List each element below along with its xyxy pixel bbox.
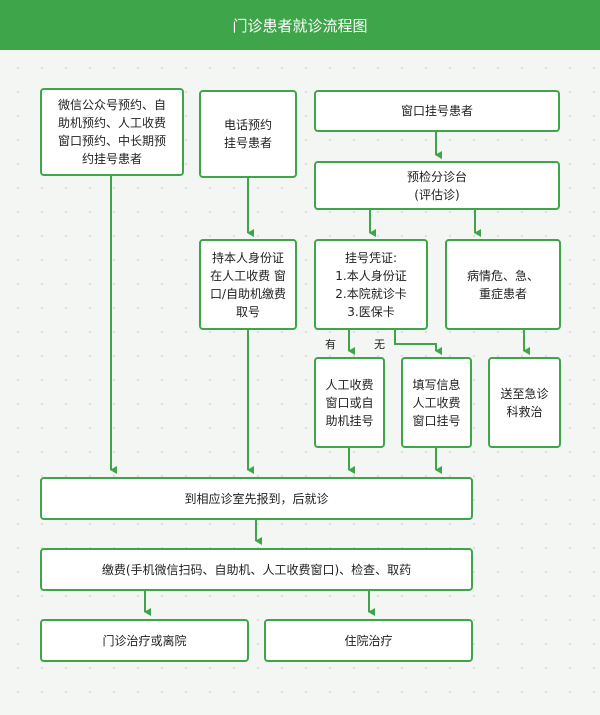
node-emergency: 送至急诊 科救治: [488, 357, 561, 448]
label-none: 无: [374, 338, 385, 351]
node-report: 到相应诊室先报到，后就诊: [40, 477, 473, 520]
node-critical: 病情危、急、 重症患者: [445, 239, 561, 330]
node-phone-booking: 电话预约 挂号患者: [199, 90, 297, 178]
node-online-booking: 微信公众号预约、自 助机预约、人工收费 窗口预约、中长期预 约挂号患者: [40, 88, 184, 176]
label-has: 有: [325, 338, 336, 351]
node-self-service: 人工收费 窗口或自 助机挂号: [314, 357, 385, 448]
node-fill-info: 填写信息 人工收费 窗口挂号: [401, 357, 472, 448]
node-triage: 预检分诊台 (评估诊): [314, 161, 560, 210]
node-inpatient: 住院治疗: [264, 619, 473, 662]
node-id-collect: 持本人身份证 在人工收费 窗 口/自助机缴费 取号: [199, 239, 297, 330]
node-window-registration: 窗口挂号患者: [314, 90, 560, 132]
page-title: 门诊患者就诊流程图: [0, 0, 600, 50]
arrow-credentials-to-fill: [394, 330, 442, 355]
node-credentials: 挂号凭证: 1.本人身份证 2.本院就诊卡 3.医保卡: [314, 239, 428, 330]
node-payment: 缴费(手机微信扫码、自助机、人工收费窗口)、检查、取药: [40, 548, 473, 591]
node-outpatient: 门诊治疗或离院: [40, 619, 249, 662]
